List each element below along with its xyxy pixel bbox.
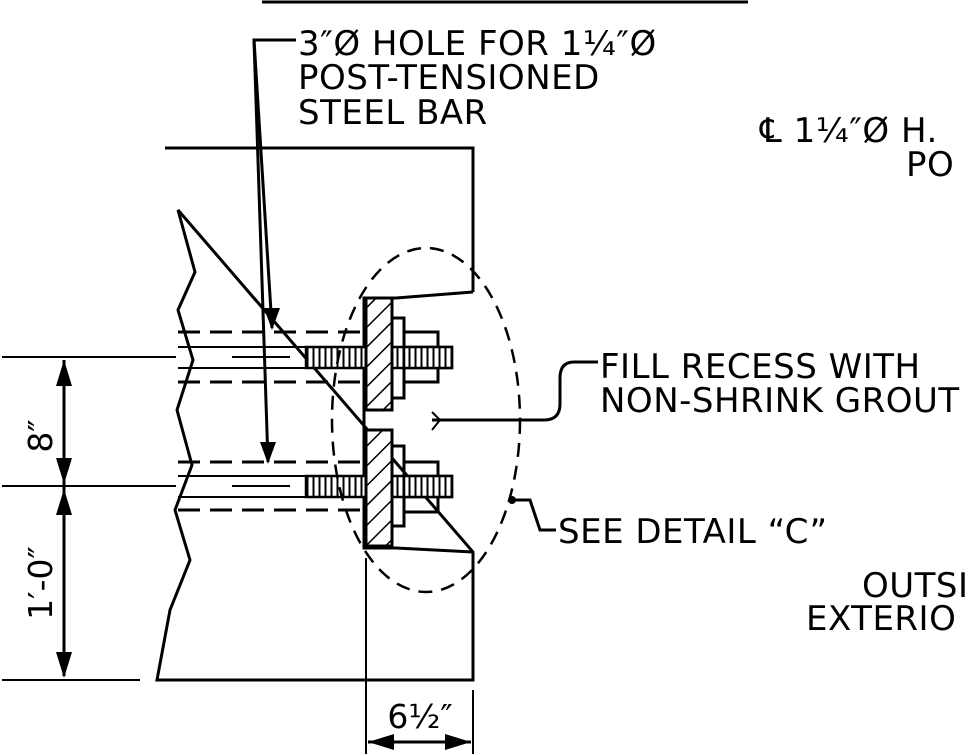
hole-callout-line1: 3″Ø HOLE FOR 1¼″Ø xyxy=(298,24,657,64)
thread-through-nut-lower xyxy=(402,474,454,499)
outside-label: OUTSI xyxy=(862,566,967,606)
hole-leader-upper xyxy=(252,38,296,329)
grout-leader xyxy=(432,360,598,422)
exterior-label: EXTERIO xyxy=(806,599,956,639)
dim-arrow-2 xyxy=(56,458,72,484)
dim-arrow-right xyxy=(445,734,471,750)
dim-arrow-4 xyxy=(56,652,72,678)
grout-leader-tick xyxy=(431,411,442,431)
dim-arrow-left xyxy=(368,734,394,750)
hole-leader-lower xyxy=(252,39,270,463)
arrowhead-upper xyxy=(264,308,280,330)
detail-leader xyxy=(510,498,556,532)
bearing-plate-upper xyxy=(364,296,394,412)
centerline-callout-line2: PO xyxy=(906,145,954,185)
see-detail-callout: SEE DETAIL “C” xyxy=(558,512,828,552)
dim-label-1ft: 1′-0″ xyxy=(21,546,60,620)
arrowhead-lower xyxy=(260,442,276,464)
grout-callout-line1: FILL RECESS WITH xyxy=(600,347,921,387)
hole-callout-line3: STEEL BAR xyxy=(298,93,488,133)
grout-recess-outline xyxy=(362,290,474,554)
hole-callout-line2: POST-TENSIONED xyxy=(298,58,600,98)
bearing-plate-lower xyxy=(364,428,394,548)
thread-through-nut-upper xyxy=(402,345,454,370)
dim-arrow-1 xyxy=(56,360,72,386)
dim-label-8in: 8″ xyxy=(21,419,60,452)
centerline-callout-line1: ℄ 1¼″Ø H. xyxy=(759,111,938,151)
detail-leader-dot xyxy=(508,496,516,504)
dim-label-6-5in: 6½″ xyxy=(387,697,452,736)
concrete-wall-section xyxy=(155,146,475,682)
dim-arrow-3 xyxy=(56,489,72,515)
grout-callout-line2: NON-SHRINK GROUT xyxy=(600,381,960,421)
